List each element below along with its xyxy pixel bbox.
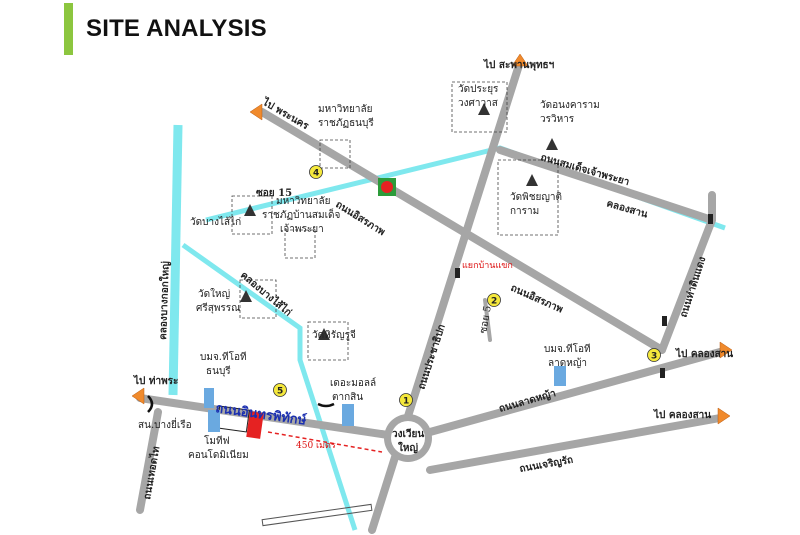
condo-icon [208, 410, 220, 432]
label-wat-intharam-line1: วัดใหญ่ [198, 288, 230, 300]
arrow-khlong-san-1 [719, 341, 733, 359]
road-somdet [496, 146, 716, 224]
canal-label-bangkok-yai: คลองบางกอกใหญ่ [156, 261, 172, 341]
label-wat-anong-line1: วัดอนงคาราม [540, 100, 600, 111]
label-the-mall-line2: ตากสิน [332, 392, 363, 403]
label-junction: แยกบ้านแขก [462, 260, 513, 271]
label-rajabhat-2-line2: ราชภัฏบ้านสมเด็จ [262, 207, 340, 221]
map-area [130, 52, 740, 535]
box-wat-hiranruchi [307, 321, 349, 361]
label-wat-phitchaya-line2: การาม [510, 206, 539, 217]
canal-bangkok-yai [168, 124, 183, 396]
landmark-boxes [231, 81, 559, 361]
marker-4: 4 [313, 169, 319, 179]
box-rajabhat-1 [319, 139, 351, 169]
label-police: สน.บางยี่เรือ [138, 417, 192, 431]
label-wongwian-line1: วงเวียน [392, 428, 424, 440]
distance-label: 450 เมตร [296, 441, 336, 451]
label-rajabhat-2-line3: เจ้าพระยา [280, 223, 324, 235]
temple-icon [526, 174, 538, 186]
label-rajabhat-1-line2: ราชภัฏธนบุรี [318, 117, 374, 129]
road-label-soi15: ซอย 15 [256, 188, 292, 199]
label-wat-prayoon-line2: วงศาวาส [458, 98, 498, 109]
railway [261, 503, 373, 527]
label-condo-line1: โมทีฟ [204, 434, 230, 447]
traffic-light-icon [708, 214, 713, 224]
direction-saphan-phut: ไป สะพานพุทธฯ [483, 58, 555, 71]
temple-icon [478, 103, 490, 115]
shop-logo-icon [378, 178, 396, 196]
road-soi-5 [483, 298, 492, 342]
label-tot-lat-ya-line2: ลาดหญ้า [548, 357, 587, 369]
arrow-tha-phra [131, 387, 145, 405]
arrow-saphan-phut [511, 53, 529, 67]
label-wongwian-line2: ใหญ่ [398, 441, 418, 454]
direction-khlong-san-1: ไป คลองสาน [675, 347, 733, 360]
distance-marker: 450 เมตร [267, 431, 383, 453]
bridge-icon [317, 402, 335, 408]
roundabout-inner [391, 421, 425, 455]
traffic-lights [455, 214, 713, 378]
label-rajabhat-1-line1: มหาวิทยาลัย [318, 104, 372, 115]
canal-bang-sai-kai [181, 242, 358, 531]
arrow-phra-nakhon [249, 103, 263, 121]
road-lat-ya [426, 348, 724, 436]
temple-icon [240, 290, 252, 302]
label-wat-anong-line2: วรวิหาร [540, 114, 575, 125]
temple-icon [244, 204, 256, 216]
bridge-marks [147, 395, 335, 413]
traffic-light-icon [662, 316, 667, 326]
traffic-light-icon [455, 268, 460, 278]
label-wat-intharam-line2: ศรีสุพรรณ [196, 302, 240, 314]
road-itsaraphap [258, 108, 666, 354]
box-wat-phitchaya [497, 159, 559, 236]
label-wat-phitchaya-line1: วัดพิชยญาติ [510, 192, 562, 203]
label-condo-line2: คอนโดมิเนียม [188, 448, 249, 461]
header-accent-bar [64, 3, 73, 55]
box-wat-prayoon [451, 81, 508, 133]
building-icons [204, 366, 566, 432]
marker-2: 2 [491, 297, 497, 307]
mall-icon [342, 404, 354, 426]
road-label-soi5: ซอย 5 [478, 305, 494, 335]
label-tot-thonburi-line1: บมจ.ทีโอที [200, 350, 247, 363]
direction-tha-phra: ไป ท่าพระ [133, 374, 178, 387]
arrow-khlong-san-2 [717, 407, 731, 425]
label-tot-thonburi-line2: ธนบุรี [206, 365, 231, 377]
page-title: SITE ANALYSIS [86, 15, 267, 42]
direction-arrows [131, 53, 733, 425]
temple-icon [318, 328, 330, 340]
tot-icon [554, 366, 566, 386]
label-the-mall-line1: เดอะมอลล์ [330, 377, 376, 389]
marker-3: 3 [651, 352, 657, 362]
marker-5: 5 [277, 387, 283, 397]
road-charoen-rat [426, 414, 724, 474]
label-wat-bang-sai-kai: วัดบางไส้ไก่ [190, 216, 241, 228]
road-therd-thai [136, 408, 162, 514]
traffic-light-icon [660, 368, 665, 378]
label-wat-prayoon-line1: วัดประยุร [458, 84, 499, 95]
label-tot-lat-ya-line1: บมจ.ทีโอที [544, 342, 591, 355]
box-rajabhat-2 [284, 229, 316, 259]
temple-icon [546, 138, 558, 150]
bridge-icon [147, 395, 154, 413]
direction-khlong-san-2: ไป คลองสาน [653, 408, 711, 421]
temple-icons [240, 103, 558, 340]
box-wat-bang-sai-kai [231, 195, 273, 235]
marker-1: 1 [403, 397, 409, 407]
road-inthara-phitak [136, 394, 412, 442]
label-wat-hiranruchi: วัดหิรัญรูจี [312, 329, 356, 341]
box-wat-intharam [239, 279, 277, 319]
building-icon [204, 388, 214, 408]
label-rajabhat-2-line1: มหาวิทยาลัย [276, 196, 330, 207]
numbered-markers: 4 2 1 3 5 [273, 165, 661, 407]
